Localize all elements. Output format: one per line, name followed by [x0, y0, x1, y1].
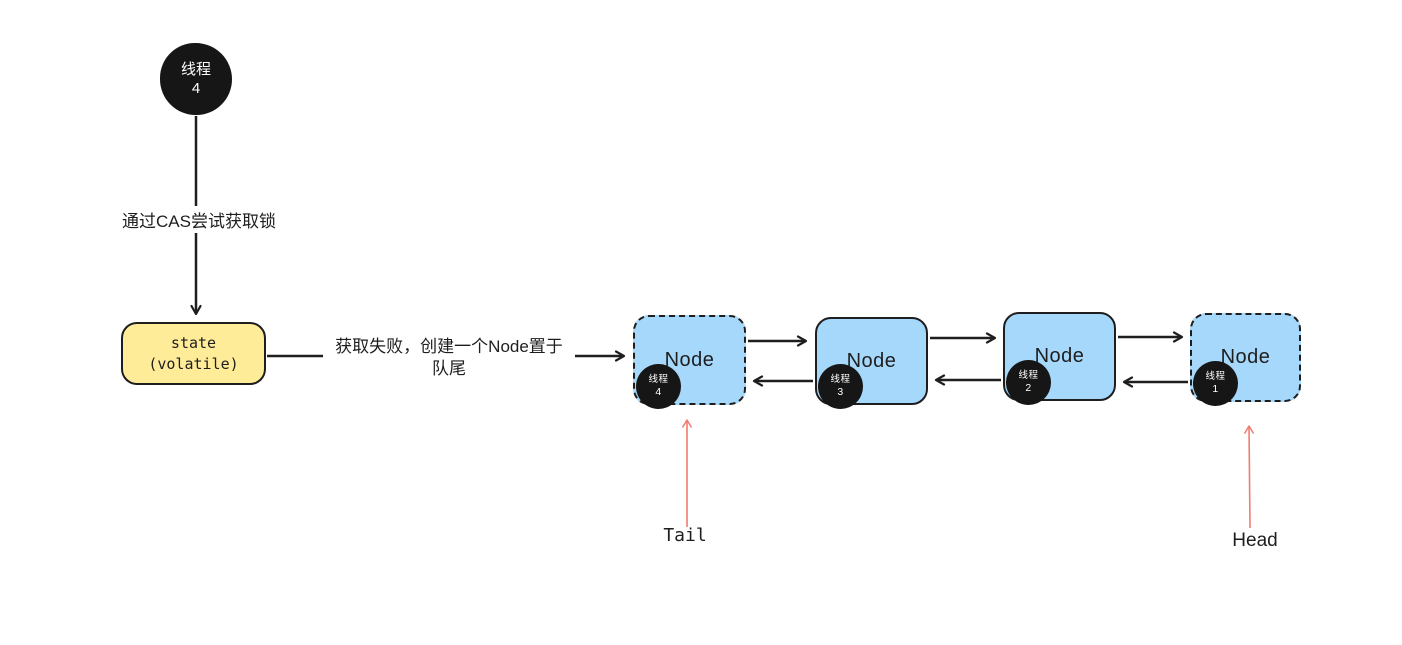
head-pointer-arrow [1244, 425, 1255, 529]
enqueue-label-line1: 获取失败，创建一个Node置于 [335, 337, 563, 356]
queue-node-3: Node 线程 2 [1003, 312, 1116, 405]
head-label: Head [1232, 530, 1278, 551]
node-label: Node [664, 348, 715, 371]
enqueue-label-line2: 队尾 [432, 358, 466, 378]
state-volatile-box: state (volatile) [121, 322, 266, 385]
state-box-line1: state [170, 334, 217, 353]
state-box-line2: (volatile) [148, 354, 239, 373]
thread-3-badge: 线程 3 [818, 364, 863, 409]
node-label: Node [1220, 346, 1271, 368]
thread-circle-label-line1: 线程 [180, 60, 211, 78]
cas-attempt-label: 通过CAS尝试获取锁 [110, 206, 288, 233]
thread-4-circle: 线程 4 [160, 43, 232, 115]
badge-label-line2: 1 [1212, 382, 1219, 395]
queue-node-2: Node 线程 3 [815, 317, 928, 409]
queue-node-tail: Node 线程 4 [633, 315, 746, 409]
badge-label-line1: 线程 [830, 374, 851, 385]
thread-2-badge: 线程 2 [1006, 360, 1051, 405]
tail-label: Tail [663, 525, 707, 546]
badge-label-line2: 2 [1025, 381, 1032, 394]
badge-label-line1: 线程 [1205, 371, 1226, 382]
badge-label-line2: 4 [655, 385, 662, 398]
badge-label-line2: 3 [837, 385, 844, 398]
node-label: Node [846, 349, 897, 372]
enqueue-label: 获取失败，创建一个Node置于 队尾 [323, 335, 575, 381]
badge-label-line1: 线程 [1018, 370, 1039, 381]
node-label: Node [1034, 345, 1085, 367]
queue-node-head: Node 线程 1 [1190, 313, 1301, 406]
thread-1-badge: 线程 1 [1193, 361, 1238, 406]
badge-label-line1: 线程 [648, 374, 669, 385]
thread-circle-label-line2: 4 [191, 80, 201, 97]
thread-4-badge: 线程 4 [636, 364, 681, 409]
